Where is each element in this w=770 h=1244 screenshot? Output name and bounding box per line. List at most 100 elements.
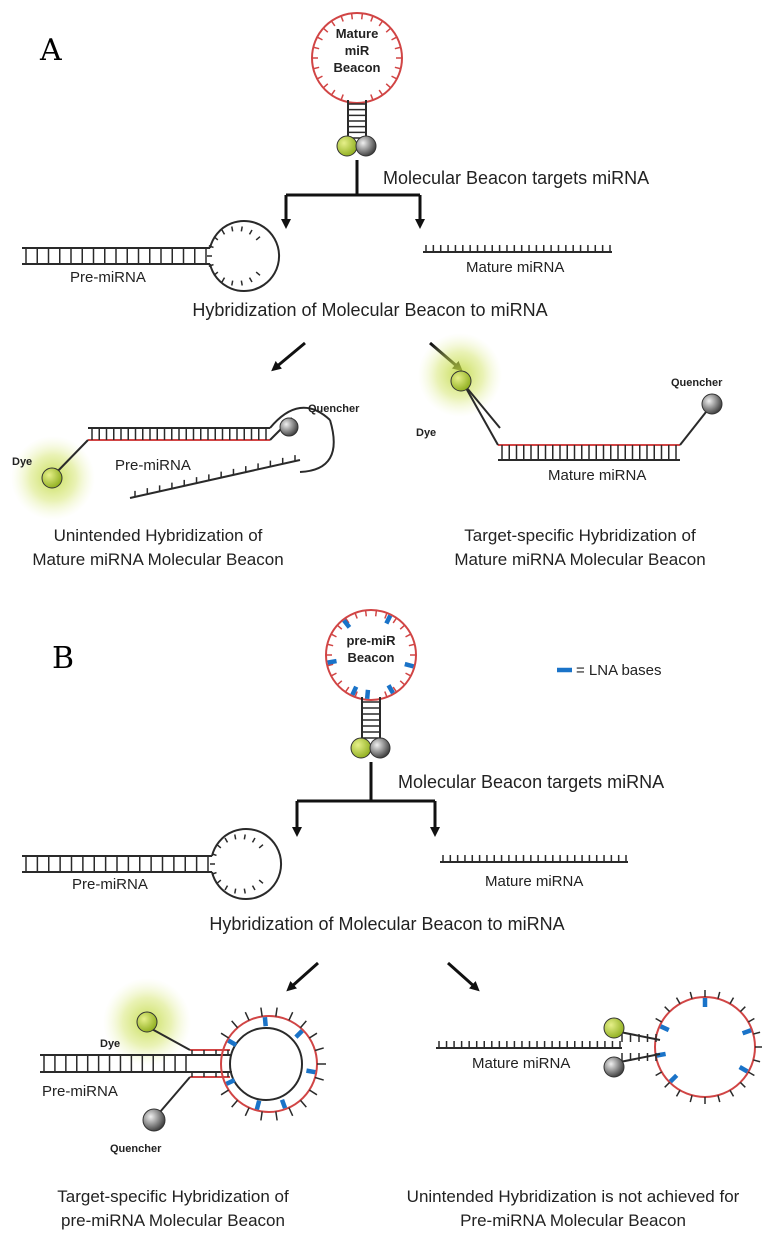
lna-base: [384, 614, 393, 625]
panel-b-label: B: [52, 641, 74, 676]
strand-tick: [655, 1017, 663, 1023]
strand-tick: [405, 672, 412, 677]
strand-tick: [221, 229, 226, 235]
beacon-label-line2: Beacon: [348, 650, 395, 665]
lna-base: [659, 1024, 670, 1033]
strand-tick: [258, 844, 264, 849]
left-caption-line1: Target-specific Hybridization of: [57, 1187, 289, 1206]
pre-mirna-label: Pre-miRNA: [72, 876, 148, 893]
strand-tick: [308, 1089, 318, 1096]
lna-base: [225, 1078, 236, 1086]
quencher-label: Quencher: [110, 1143, 162, 1155]
pre-mirna-label: Pre-miRNA: [70, 269, 146, 286]
strand-tick: [211, 871, 217, 875]
strand-tick: [384, 691, 388, 698]
strand-tick: [391, 75, 398, 80]
strand-tick: [394, 46, 401, 50]
strand-tick: [248, 229, 253, 235]
strand-tick: [753, 1031, 761, 1035]
strand-tick: [314, 1076, 324, 1081]
arrow-left-outcome: [271, 341, 306, 372]
lna-base: [350, 685, 359, 696]
strand-tick: [221, 277, 226, 283]
strand-tick: [330, 89, 336, 96]
unintended-hybridization: [11, 406, 335, 520]
strand-tick: [729, 1089, 735, 1097]
lna-base: [386, 684, 395, 695]
lna-base: [327, 658, 337, 665]
strand-tick: [327, 663, 334, 667]
strand-tick: [675, 1089, 681, 1097]
panel-a-label: A: [39, 33, 62, 68]
strand-tick: [231, 1020, 239, 1029]
strand-tick: [330, 672, 337, 677]
mature-mirna-label: Mature miRNA: [485, 873, 583, 890]
strand-tick: [399, 624, 406, 630]
beacon-label-line1: pre-miR: [346, 633, 396, 648]
lna-base: [342, 618, 352, 629]
strand-tick: [231, 280, 234, 286]
lna-base: [294, 1029, 304, 1039]
strand-tick: [224, 837, 229, 843]
strand-tick: [405, 633, 412, 638]
targets-caption: Molecular Beacon targets miRNA: [398, 772, 664, 792]
strand-tick: [211, 853, 217, 857]
mature-mirna-label: Mature miRNA: [466, 259, 564, 276]
strand-tick: [327, 643, 334, 647]
strand-tick: [392, 617, 398, 624]
strand-label: Pre-miRNA: [115, 457, 191, 474]
strand-tick: [655, 1071, 663, 1077]
strand-tick: [316, 75, 323, 80]
strand-tick: [370, 94, 374, 101]
dye-label: Dye: [416, 427, 436, 439]
strand-tick: [244, 1107, 250, 1117]
dye-sphere: [336, 135, 358, 157]
strand-tick: [260, 1007, 263, 1017]
strand-tick: [385, 83, 392, 89]
strand-tick: [344, 686, 350, 693]
pre-mirna-hairpin: [22, 220, 281, 292]
lna-base: [262, 1016, 268, 1027]
pre-mir-beacon: pre-miR Beacon: [325, 609, 417, 759]
strand-tick: [314, 1047, 324, 1052]
strand-tick: [275, 1007, 278, 1017]
strand-tick: [220, 1032, 230, 1039]
strand-tick: [370, 15, 374, 22]
strand-tick: [739, 1006, 746, 1013]
strand-tick: [231, 226, 234, 232]
strand-tick: [664, 1006, 671, 1013]
beacon-label-line1: Mature: [336, 26, 379, 41]
lna-base: [254, 1100, 262, 1110]
strand-tick: [255, 271, 261, 276]
lna-base: [668, 1073, 679, 1084]
strand-tick: [275, 1111, 278, 1121]
strand-tick: [340, 15, 344, 22]
hybridization-caption: Hybridization of Molecular Beacon to miR…: [209, 914, 564, 934]
strand-tick: [689, 1095, 693, 1103]
strand-tick: [260, 1111, 263, 1121]
no-hybridization: [436, 990, 762, 1104]
strand-tick: [753, 1059, 761, 1063]
strand-tick: [336, 680, 343, 686]
strand-tick: [384, 612, 388, 619]
mature-mirna-strand: [440, 855, 628, 863]
lna-base: [741, 1028, 752, 1036]
strand-tick: [240, 280, 243, 286]
strand-label: Pre-miRNA: [42, 1083, 118, 1100]
mature-mirna-strand: [423, 245, 612, 253]
strand-tick: [208, 263, 214, 267]
strand-tick: [251, 837, 256, 843]
strand-tick: [747, 1017, 755, 1023]
strand-tick: [729, 997, 735, 1005]
strand-tick: [364, 610, 368, 617]
strand-tick: [322, 83, 329, 89]
right-caption-line1: Target-specific Hybridization of: [464, 526, 696, 545]
dye-sphere: [350, 737, 372, 759]
strand-tick: [299, 1099, 307, 1108]
strand-tick: [224, 885, 229, 891]
strand-tick: [213, 236, 219, 241]
strand-tick: [231, 1099, 239, 1108]
lna-base: [364, 689, 371, 700]
strand-tick: [240, 226, 243, 232]
strand-tick: [739, 1081, 746, 1088]
